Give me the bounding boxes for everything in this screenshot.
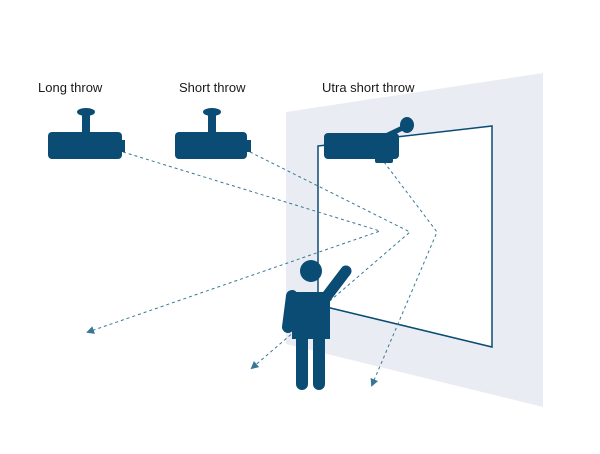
- short-throw-label: Short throw: [179, 80, 246, 95]
- ultra-short-throw-projector-icon: [324, 117, 414, 163]
- projection-beams: [86, 151, 438, 387]
- projection-screen: [317, 125, 493, 348]
- ultra-short-throw-label: Utra short throw: [322, 80, 415, 95]
- ultra-short-throw-beam: [370, 161, 438, 387]
- long-throw-label: Long throw: [38, 80, 103, 95]
- long-throw-beam: [86, 151, 382, 334]
- person-pointing-icon: [282, 260, 352, 390]
- short-throw-projector-icon: [175, 108, 251, 159]
- long-throw-projector-icon: [48, 108, 125, 159]
